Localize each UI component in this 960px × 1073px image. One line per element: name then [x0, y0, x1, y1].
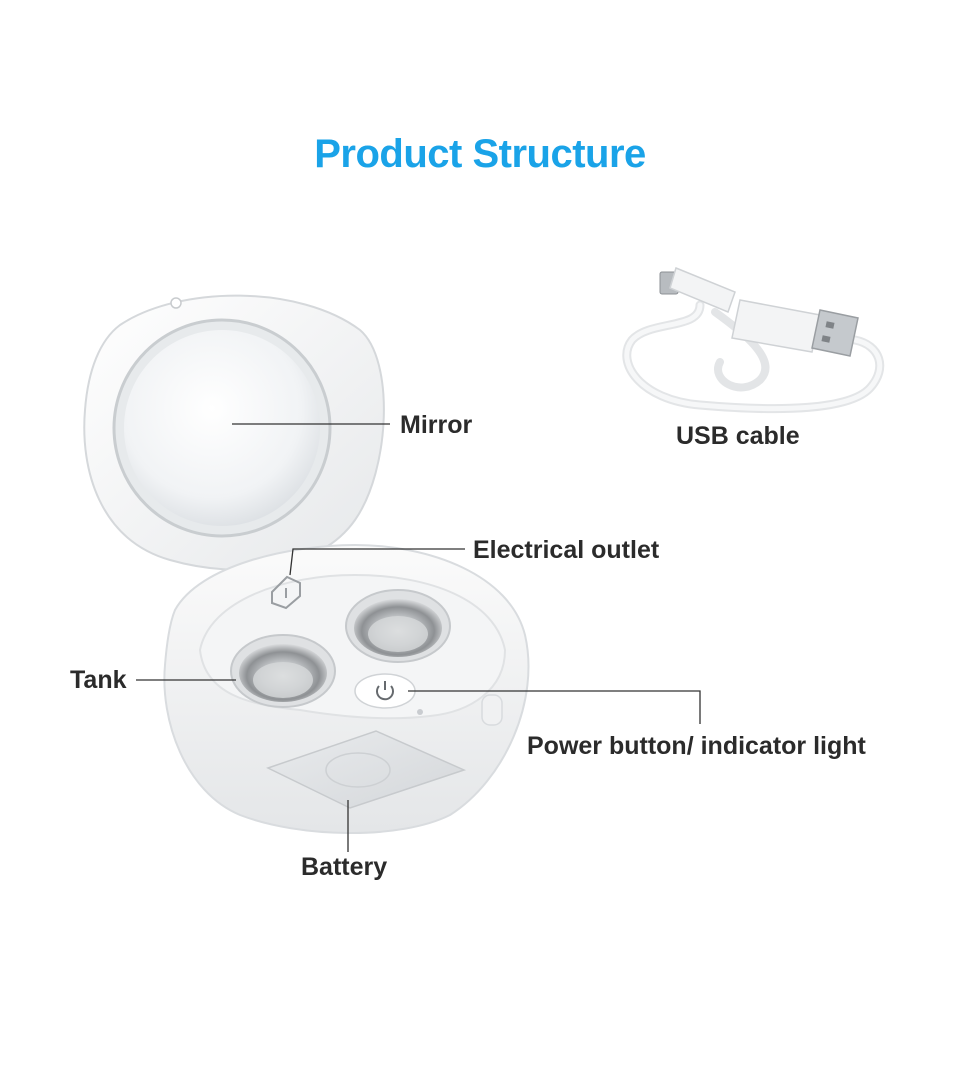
mirror	[124, 330, 320, 526]
label-mirror: Mirror	[400, 411, 473, 439]
label-battery: Battery	[301, 853, 388, 881]
usb-cable	[622, 266, 885, 414]
battery-cover	[266, 730, 467, 809]
outlet-leader-line	[289, 548, 465, 576]
page-title: Product Structure	[314, 132, 646, 176]
label-power-button: Power button/ indicator light	[527, 732, 866, 760]
power-button-icon	[354, 673, 423, 715]
right-tank	[345, 589, 451, 663]
power-leader-line	[408, 690, 701, 724]
electrical-outlet-icon	[271, 575, 301, 610]
label-electrical-outlet: Electrical outlet	[473, 536, 660, 564]
label-tank: Tank	[70, 666, 127, 694]
leader-lines	[136, 423, 701, 852]
label-usb-cable: USB cable	[676, 422, 800, 450]
left-tank	[230, 634, 336, 708]
device-lid	[83, 294, 385, 571]
